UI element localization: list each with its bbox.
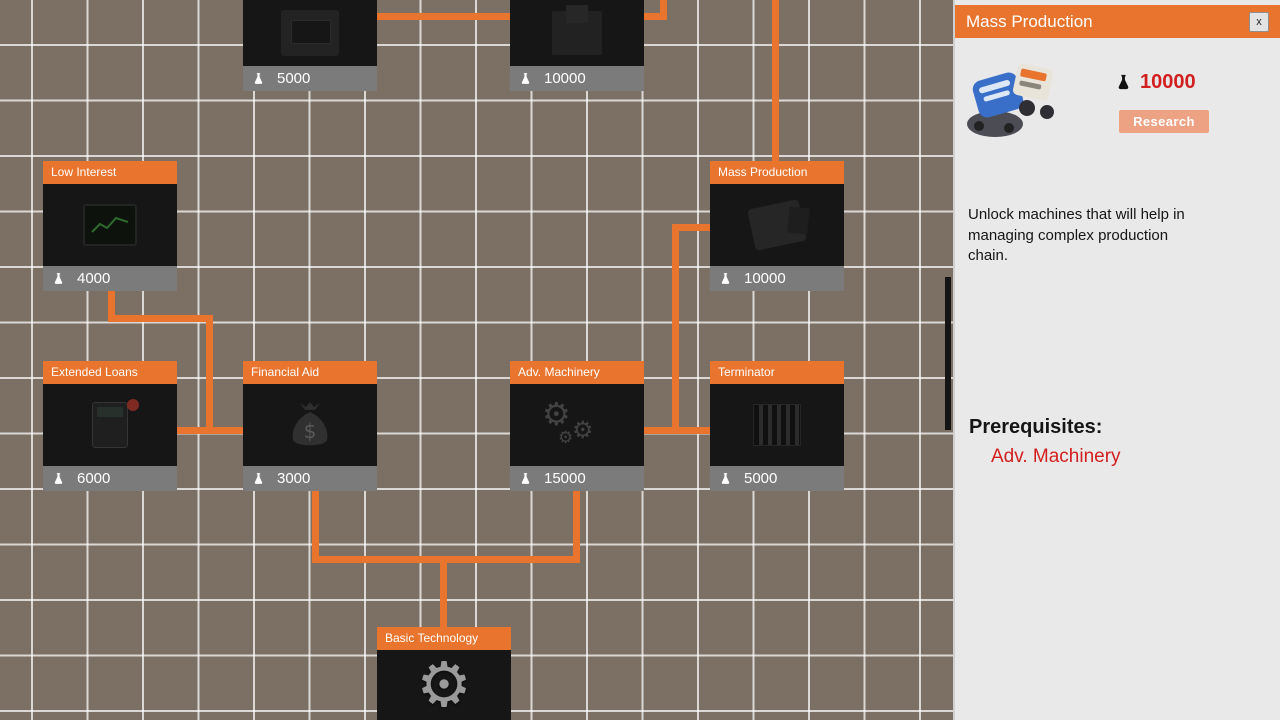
research-cost-row: 10000	[1115, 70, 1196, 94]
research-cost-value: 10000	[1140, 70, 1196, 93]
research-cost-bar: 10000	[510, 66, 644, 91]
gear-icon: ⚙	[572, 416, 594, 444]
connector-line	[108, 291, 115, 322]
research-cost: 10000	[544, 70, 586, 87]
prerequisite-item: Adv. Machinery	[991, 446, 1121, 467]
tech-node-artwork	[710, 184, 844, 266]
tech-node-financial-aid[interactable]: Financial Aid $ 3000	[243, 361, 377, 491]
flask-icon	[252, 70, 265, 87]
research-cost-bar: 10000	[710, 266, 844, 291]
research-cost-bar: 4000	[43, 266, 177, 291]
map-scroll-indicator[interactable]	[945, 277, 951, 430]
press-machine-icon	[281, 10, 339, 56]
flask-icon	[1115, 70, 1132, 94]
flask-icon	[252, 470, 265, 487]
flask-icon	[719, 470, 732, 487]
tech-node-top-middle[interactable]: 10000	[510, 0, 644, 91]
gear-icon: ⚙	[558, 428, 574, 448]
connector-line	[440, 556, 447, 627]
connector-line	[177, 427, 243, 434]
tech-node-title: Financial Aid	[243, 361, 377, 384]
research-cost-bar: 15000	[510, 466, 644, 491]
research-cost-bar: 5000	[710, 466, 844, 491]
connector-line	[206, 315, 213, 434]
flask-icon	[519, 70, 532, 87]
tech-node-artwork	[243, 0, 377, 66]
tech-node-top-left[interactable]: 5000	[243, 0, 377, 91]
research-cost: 5000	[277, 70, 311, 87]
research-cost: 10000	[744, 270, 786, 287]
tech-node-artwork	[710, 384, 844, 466]
tech-node-title: Adv. Machinery	[510, 361, 644, 384]
connector-line	[312, 491, 319, 556]
panel-title: Mass Production	[966, 11, 1093, 31]
flask-icon	[52, 270, 65, 287]
tech-node-artwork	[43, 384, 177, 466]
tech-node-artwork	[510, 0, 644, 66]
tech-node-title: Mass Production	[710, 161, 844, 184]
stock-chart-monitor-icon	[83, 204, 137, 246]
tech-node-title: Terminator	[710, 361, 844, 384]
connector-line	[679, 224, 710, 231]
tech-node-low-interest[interactable]: Low Interest 4000	[43, 161, 177, 291]
research-cost: 15000	[544, 470, 586, 487]
tech-node-title: Extended Loans	[43, 361, 177, 384]
connector-line	[312, 556, 580, 563]
tech-node-terminator[interactable]: Terminator 5000	[710, 361, 844, 491]
tech-node-title: Basic Technology	[377, 627, 511, 650]
tech-node-artwork: $	[243, 384, 377, 466]
terminator-machine-icon	[753, 404, 801, 446]
tech-node-artwork: ⚙ ⚙ ⚙	[510, 384, 644, 466]
calculator-icon	[92, 399, 139, 448]
prerequisites-label: Prerequisites:	[969, 416, 1103, 438]
research-cost: 4000	[77, 270, 111, 287]
close-button[interactable]: x	[1249, 11, 1269, 32]
research-cost-bar: 6000	[43, 466, 177, 491]
tech-node-title: Low Interest	[43, 161, 177, 184]
crate-machine-icon	[552, 5, 602, 55]
connector-line	[108, 315, 213, 322]
tech-node-mass-production[interactable]: Mass Production 10000	[710, 161, 844, 291]
gear-icon: ⚙	[542, 395, 571, 433]
research-cost: 6000	[77, 470, 111, 487]
tech-node-adv-machinery[interactable]: Adv. Machinery ⚙ ⚙ ⚙ 15000	[510, 361, 644, 491]
research-cost: 3000	[277, 470, 311, 487]
research-cost-bar: 3000	[243, 466, 377, 491]
research-button[interactable]: Research	[1119, 110, 1209, 133]
connector-line	[660, 0, 667, 18]
research-detail-panel: Mass Production x 10000 Research Unlock …	[953, 0, 1280, 720]
tech-node-artwork	[43, 184, 177, 266]
tech-description: Unlock machines that will help in managi…	[968, 206, 1185, 265]
money-bag-icon: $	[292, 402, 328, 446]
svg-text:$: $	[304, 419, 317, 443]
tech-node-artwork: ⚙	[377, 650, 511, 720]
connector-line	[573, 491, 580, 556]
panel-header: Mass Production x	[955, 5, 1280, 38]
gear-icon: ⚙	[416, 650, 472, 720]
flask-icon	[519, 470, 532, 487]
connector-line	[672, 224, 679, 434]
research-cost: 5000	[744, 470, 778, 487]
tech-node-extended-loans[interactable]: Extended Loans 6000	[43, 361, 177, 491]
tech-node-basic-technology[interactable]: Basic Technology ⚙	[377, 627, 511, 720]
flask-icon	[52, 470, 65, 487]
connector-line	[772, 0, 779, 161]
research-cost-bar: 5000	[243, 66, 377, 91]
mass-production-machine-icon	[967, 63, 1054, 137]
flask-icon	[719, 270, 732, 287]
factory-machine-icon	[747, 199, 807, 251]
